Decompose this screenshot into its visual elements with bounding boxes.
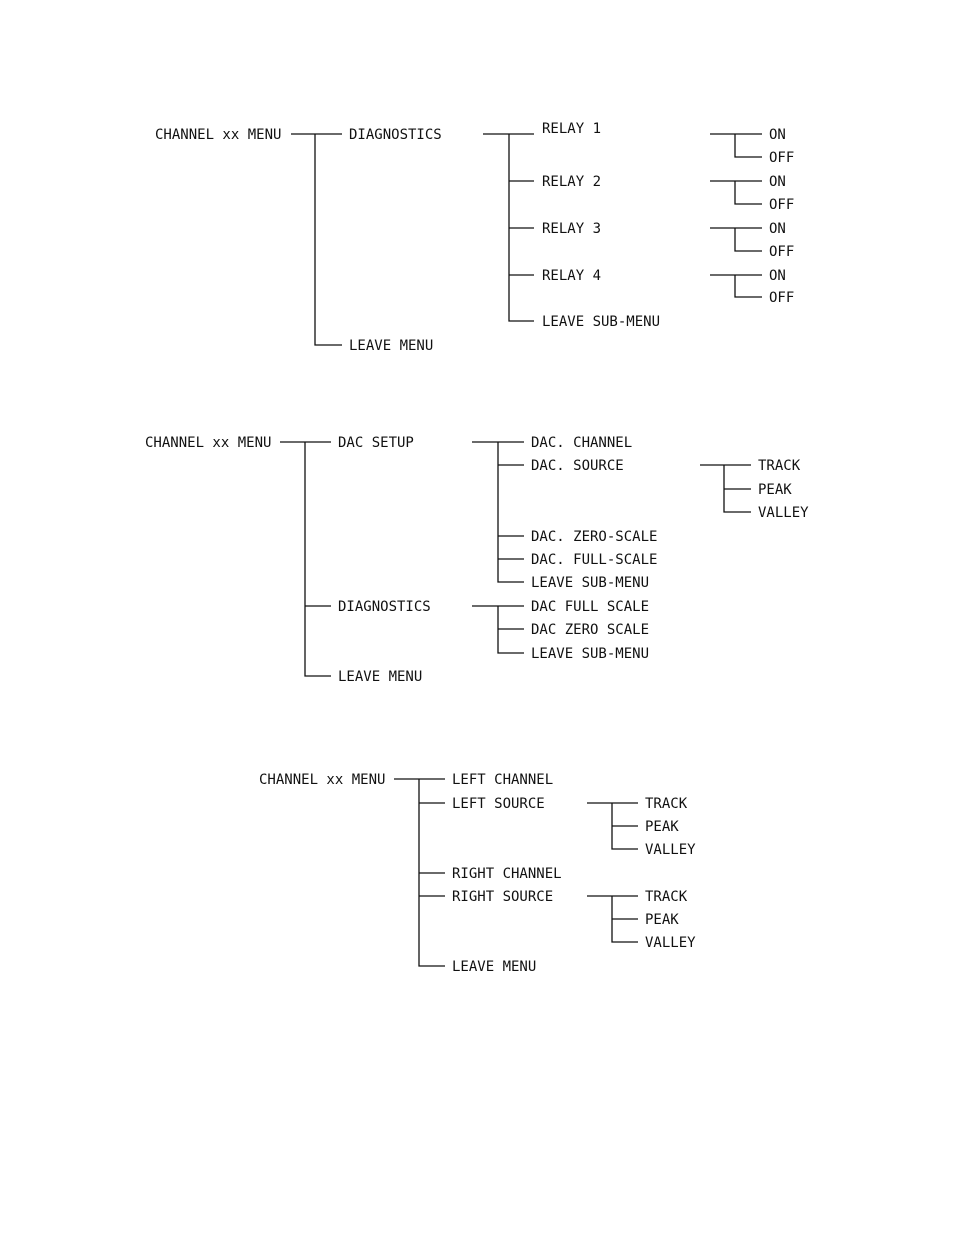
d1-relay2-on: ON xyxy=(769,174,786,190)
d2-diag-full-label: DAC FULL SCALE xyxy=(531,599,649,615)
d3-left-valley-label: VALLEY xyxy=(645,842,696,858)
d2-leave-menu-label: LEAVE MENU xyxy=(338,669,422,685)
d2-diag-leave-label: LEAVE SUB-MENU xyxy=(531,646,649,662)
d3-left-source-label: LEFT SOURCE xyxy=(452,796,545,812)
d1-relay1-off: OFF xyxy=(769,150,794,166)
d3-right-source-label: RIGHT SOURCE xyxy=(452,889,553,905)
d1-root-label: CHANNEL xx MENU xyxy=(155,127,281,143)
d1-diagnostics-label: DIAGNOSTICS xyxy=(349,127,442,143)
d1-relay4-on: ON xyxy=(769,268,786,284)
d1-relay3-label: RELAY 3 xyxy=(542,221,601,237)
d2-valley-label: VALLEY xyxy=(758,505,809,521)
d1-leave-sub-label: LEAVE SUB-MENU xyxy=(542,314,660,330)
d2-dac-full-label: DAC. FULL-SCALE xyxy=(531,552,657,568)
d3-left-track-label: TRACK xyxy=(645,796,688,812)
d2-dac-setup-label: DAC SETUP xyxy=(338,435,414,451)
d2-dac-channel-label: DAC. CHANNEL xyxy=(531,435,632,451)
diagram-diagnostics-menu: CHANNEL xx MENU DIAGNOSTICS LEAVE MENU R… xyxy=(155,121,794,354)
d3-left-peak-label: PEAK xyxy=(645,819,679,835)
diagram-channel-source-menu: CHANNEL xx MENU LEFT CHANNEL LEFT SOURCE… xyxy=(259,772,696,975)
d1-relay4-label: RELAY 4 xyxy=(542,268,601,284)
d2-connectors xyxy=(280,441,751,677)
d2-diag-zero-label: DAC ZERO SCALE xyxy=(531,622,649,638)
d2-diagnostics-label: DIAGNOSTICS xyxy=(338,599,431,615)
d3-root-label: CHANNEL xx MENU xyxy=(259,772,385,788)
d1-relay3-off: OFF xyxy=(769,244,794,260)
d3-connectors xyxy=(394,778,638,967)
d1-relay1-on: ON xyxy=(769,127,786,143)
d1-relay2-off: OFF xyxy=(769,197,794,213)
d1-connectors xyxy=(291,133,762,346)
d2-leave-sub-label: LEAVE SUB-MENU xyxy=(531,575,649,591)
d2-dac-zero-label: DAC. ZERO-SCALE xyxy=(531,529,657,545)
d2-peak-label: PEAK xyxy=(758,482,792,498)
d2-track-label: TRACK xyxy=(758,458,801,474)
d1-relay1-label: RELAY 1 xyxy=(542,121,601,137)
diagram-dac-setup-menu: CHANNEL xx MENU DAC SETUP DIAGNOSTICS LE… xyxy=(145,435,809,685)
d3-right-peak-label: PEAK xyxy=(645,912,679,928)
d3-right-valley-label: VALLEY xyxy=(645,935,696,951)
d3-leave-menu-label: LEAVE MENU xyxy=(452,959,536,975)
d2-root-label: CHANNEL xx MENU xyxy=(145,435,271,451)
d3-right-channel-label: RIGHT CHANNEL xyxy=(452,866,562,882)
d1-relay2-label: RELAY 2 xyxy=(542,174,601,190)
d2-dac-source-label: DAC. SOURCE xyxy=(531,458,624,474)
d1-relay3-on: ON xyxy=(769,221,786,237)
d1-leave-menu-label: LEAVE MENU xyxy=(349,338,433,354)
d1-relay4-off: OFF xyxy=(769,290,794,306)
d3-right-track-label: TRACK xyxy=(645,889,688,905)
d3-left-channel-label: LEFT CHANNEL xyxy=(452,772,553,788)
